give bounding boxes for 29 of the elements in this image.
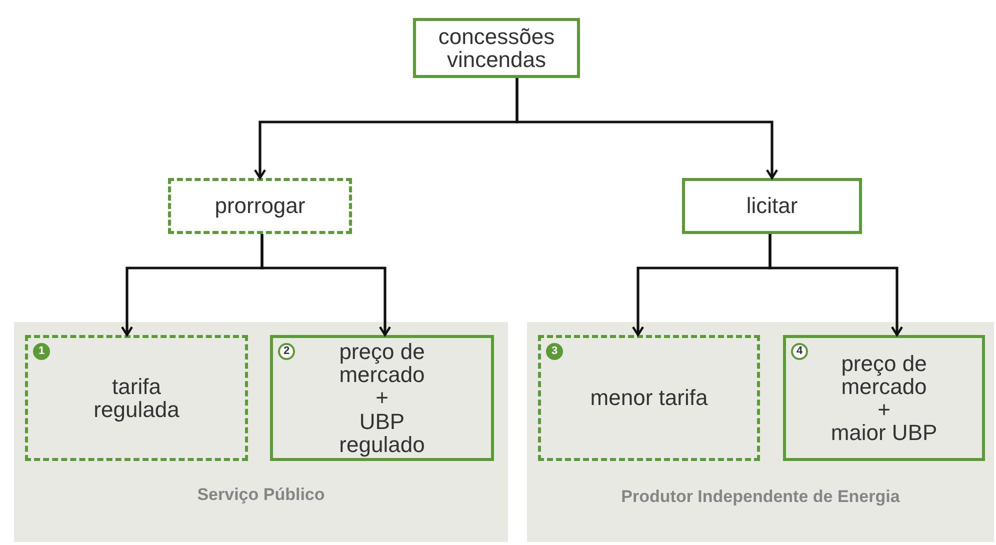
connector-arrow bbox=[260, 234, 392, 336]
option-text: + bbox=[878, 398, 890, 422]
number-badge: 4 bbox=[791, 343, 808, 360]
option-text: maior UBP bbox=[830, 421, 938, 444]
number-badge: 3 bbox=[546, 343, 563, 360]
connector-arrow bbox=[516, 78, 778, 180]
option-text: preço de mercado bbox=[840, 352, 928, 398]
option-text: tarifa regulada bbox=[92, 374, 180, 422]
step-box bbox=[413, 18, 580, 78]
number-badge: 1 bbox=[33, 343, 50, 360]
dashed-step-box bbox=[168, 178, 352, 234]
group-heading: Serviço Público bbox=[196, 484, 326, 506]
group-panel bbox=[527, 322, 994, 542]
group-panel bbox=[14, 322, 508, 542]
option-text: UBP regulado bbox=[338, 410, 426, 456]
dashed-option-box bbox=[538, 335, 760, 461]
option-text: + bbox=[376, 386, 388, 410]
group-heading: Produtor Independente de Energia bbox=[620, 486, 901, 508]
option-text: menor tarifa bbox=[590, 386, 708, 410]
option-text: preço de mercado bbox=[338, 340, 426, 386]
step-text: concessões vincendas bbox=[437, 24, 556, 72]
step-text: prorrogar bbox=[214, 194, 306, 218]
option-box bbox=[270, 335, 494, 461]
step-text: licitar bbox=[746, 194, 798, 218]
number-badge: 2 bbox=[278, 343, 295, 360]
step-box bbox=[682, 178, 862, 234]
connector-arrow bbox=[768, 234, 904, 336]
option-box bbox=[783, 335, 985, 461]
dashed-option-box bbox=[25, 335, 248, 461]
